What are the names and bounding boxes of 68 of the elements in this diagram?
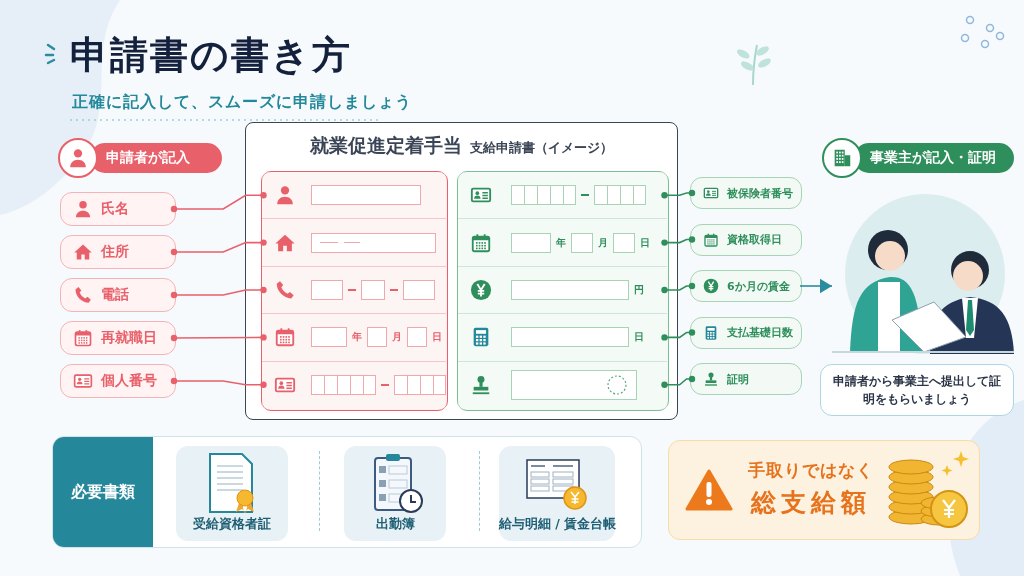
field-label: 住所 (101, 243, 129, 261)
field-label-tag (690, 223, 802, 256)
panel-header-text: 必要書類 (71, 481, 135, 503)
field-label-tag (60, 321, 176, 355)
connector-line (661, 189, 696, 199)
connector-line (170, 334, 267, 342)
form-section-panel (457, 171, 669, 411)
form-row (262, 314, 446, 362)
form-row (262, 219, 446, 267)
field-label: 証明 (727, 371, 749, 387)
document-name: 給与明細 / 賃金台帳 (499, 516, 615, 533)
form-row (458, 172, 667, 220)
note-card (820, 364, 1014, 416)
connector-line (661, 375, 696, 388)
unit-label: 年 (556, 235, 566, 250)
form-title: 就業促進定着手当 (310, 133, 462, 158)
field-label-tag (690, 316, 802, 349)
unit-label: 月 (392, 330, 402, 345)
unit-label: 日 (432, 330, 442, 345)
field-label: 支払基礎日数 (727, 325, 793, 340)
connector-line (170, 286, 267, 299)
document-card (176, 446, 288, 541)
form-row (262, 266, 446, 315)
document-card (499, 446, 615, 541)
field-label-tag (60, 192, 176, 226)
document-card (344, 446, 446, 541)
unit-label: 年 (352, 330, 362, 345)
connector-line (661, 282, 696, 294)
form-row (458, 314, 667, 362)
unit-label: 日 (640, 235, 650, 250)
unit-label: 日 (634, 330, 644, 345)
form-row (262, 361, 446, 409)
form-row (458, 361, 667, 409)
subtitle: 正確に記入して、スムーズに申請しましょう (72, 92, 412, 113)
emphasis-text: 総支給額 (749, 487, 872, 519)
note-text: 申請者から事業主へ提出して証明をもらいましょう (833, 373, 1001, 408)
document-name: 出勤簿 (374, 516, 416, 533)
title: 申請書の書き方 (70, 32, 352, 79)
field-label-tag (690, 270, 802, 302)
form-subtitle: 支給申請書（イメージ） (470, 139, 613, 157)
connector-line (170, 377, 267, 388)
field-label: 個人番号 (101, 372, 157, 390)
field-label-tag (60, 235, 176, 269)
form-row (458, 266, 667, 315)
field-label: 電話 (101, 286, 129, 304)
form-section-panel (261, 171, 448, 411)
connector-line (170, 239, 267, 256)
required-documents-panel (52, 436, 642, 548)
connector-line (661, 236, 696, 246)
field-label: 6か月の賃金 (727, 278, 790, 294)
form-row (458, 219, 667, 267)
notice-text: 手取りではなく (747, 459, 875, 482)
connector-line (661, 329, 696, 341)
unit-label: 円 (634, 283, 644, 297)
field-label: 被保険者番号 (727, 185, 793, 201)
field-label: 資格取得日 (727, 232, 782, 247)
field-label: 再就職日 (101, 329, 157, 347)
field-label: 氏名 (101, 200, 129, 218)
field-label-tag (60, 364, 176, 398)
form-row (262, 172, 446, 220)
unit-label: 月 (598, 235, 608, 250)
field-label-tag (690, 177, 802, 209)
form-card (245, 122, 678, 420)
field-label-tag (60, 278, 176, 312)
document-name: 受給資格者証 (192, 516, 272, 533)
notice-card (668, 440, 980, 540)
connector-line (170, 192, 267, 213)
field-label-tag (690, 363, 802, 395)
